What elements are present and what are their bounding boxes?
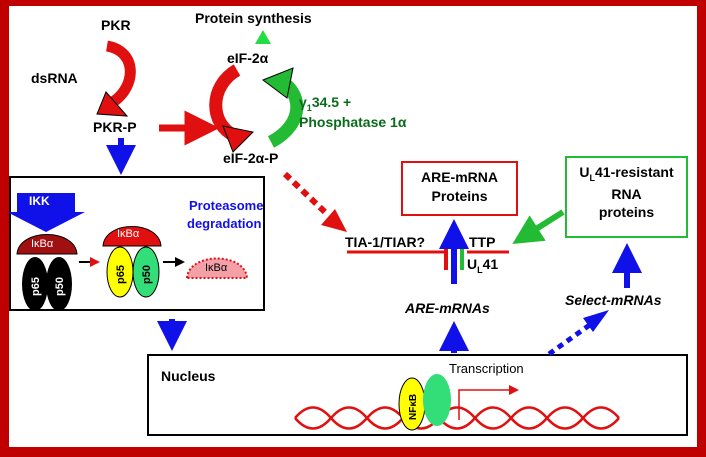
protein-synthesis-label: Protein synthesis: [195, 10, 312, 26]
transcription-arrowhead: [509, 385, 519, 395]
ul41-num: 41: [482, 256, 499, 272]
select-mrnas-label: Select-mRNAs: [565, 292, 662, 308]
eif-phosphorylation-arrowhead: [222, 125, 255, 153]
dna-strand-1: [294, 406, 620, 430]
tia-label: TIA-1/TIAR?: [345, 234, 426, 250]
eif-p-to-tia-dashed-arrow: [282, 171, 330, 217]
pkr-label: PKR: [101, 17, 131, 33]
are-box-line2: Proteins: [431, 188, 488, 204]
gamma-symbol: γ: [299, 94, 307, 110]
nucleus-to-select-mrnas-dashed-arrowhead: [583, 310, 609, 332]
ikba-cap-1: [16, 234, 78, 255]
p50-ellipse-1: [46, 257, 72, 311]
nfkb-label: NFκB: [408, 394, 419, 420]
ul41-box-sub: L: [589, 172, 596, 183]
ul41-u: U: [467, 256, 478, 272]
dna-strand-2: [294, 406, 620, 430]
phosphatase-label: Phosphatase 1α: [299, 114, 407, 130]
diagram-graphics: p65 p50 p65 p50 NFκB: [9, 30, 642, 431]
transcription-arrow: [458, 389, 509, 420]
eif2a-label: eIF-2α: [227, 50, 269, 66]
are-mrna-proteins-box: [401, 161, 518, 216]
p50-ellipse-2: [132, 246, 160, 298]
complex-2-to-degradation-arrowhead: [175, 257, 185, 267]
ul41-box-line3: proteins: [598, 204, 655, 220]
p50-label-1: p50: [54, 277, 66, 296]
nucleus-to-select-mrnas-dashed-arrow: [547, 321, 593, 357]
gamma-label: γ134.5 +: [299, 94, 351, 113]
eif-dephosphorylation-arrowhead: [261, 67, 294, 99]
ul41-box-rest: 41-resistant: [595, 164, 674, 180]
gamma-rest: 34.5 +: [311, 94, 352, 110]
pkr-activation-curved-arrow: [105, 40, 136, 107]
ikk-label: IKK: [29, 194, 50, 208]
degraded-ikba: [185, 257, 249, 279]
nfkb-green-ellipse: [423, 374, 451, 426]
protein-synthesis-arrowhead: [255, 30, 271, 44]
ikba-label-1: IκBα: [31, 238, 54, 250]
gamma-subscript: 1: [306, 102, 312, 113]
are-mrnas-label: ARE-mRNAs: [405, 300, 490, 316]
ul41-box-line1: UL41-resistant: [565, 164, 688, 183]
eif2a-p-label: eIF-2α-P: [223, 150, 279, 166]
transcription-label: Transcription: [449, 361, 524, 376]
ul41-label: UL41: [467, 256, 498, 275]
p50-label-2: p50: [141, 265, 153, 284]
are-box-line1: ARE-mRNA: [421, 169, 498, 185]
dsrna-label: dsRNA: [31, 70, 78, 86]
eif-phosphorylation-curved-arrow: [209, 64, 241, 142]
diagram-canvas: p65 p50 p65 p50 NFκB PKR dsRNA PKR-P Pro…: [9, 6, 697, 447]
ttp-label: TTP: [469, 234, 496, 250]
ul41-sub: L: [477, 264, 483, 275]
ul41-resistant-box: [565, 156, 688, 238]
pkr-activation-arrowhead: [96, 91, 129, 117]
ul41-resistant-to-ttp-arrow: [512, 209, 565, 245]
eif-p-to-tia-dashed-arrowhead: [321, 209, 347, 232]
proteasome-label: Proteasome: [189, 198, 264, 213]
p65-label-1: p65: [30, 277, 42, 296]
ikba-cap-2: [102, 226, 162, 247]
p65-ellipse-1: [22, 257, 48, 311]
ikk-arrow-shape: [9, 193, 85, 232]
pkr-p-label: PKR-P: [93, 119, 137, 135]
nucleus-label: Nucleus: [161, 368, 216, 384]
degradation-label: degradation: [187, 216, 262, 231]
ikba-label-2: IκBα: [117, 228, 140, 240]
p65-label-2: p65: [115, 265, 127, 284]
ikba-label-degraded: IκBα: [205, 262, 228, 274]
ul41-box-u: U: [579, 164, 590, 180]
ul41-box-line2: RNA: [611, 186, 642, 202]
